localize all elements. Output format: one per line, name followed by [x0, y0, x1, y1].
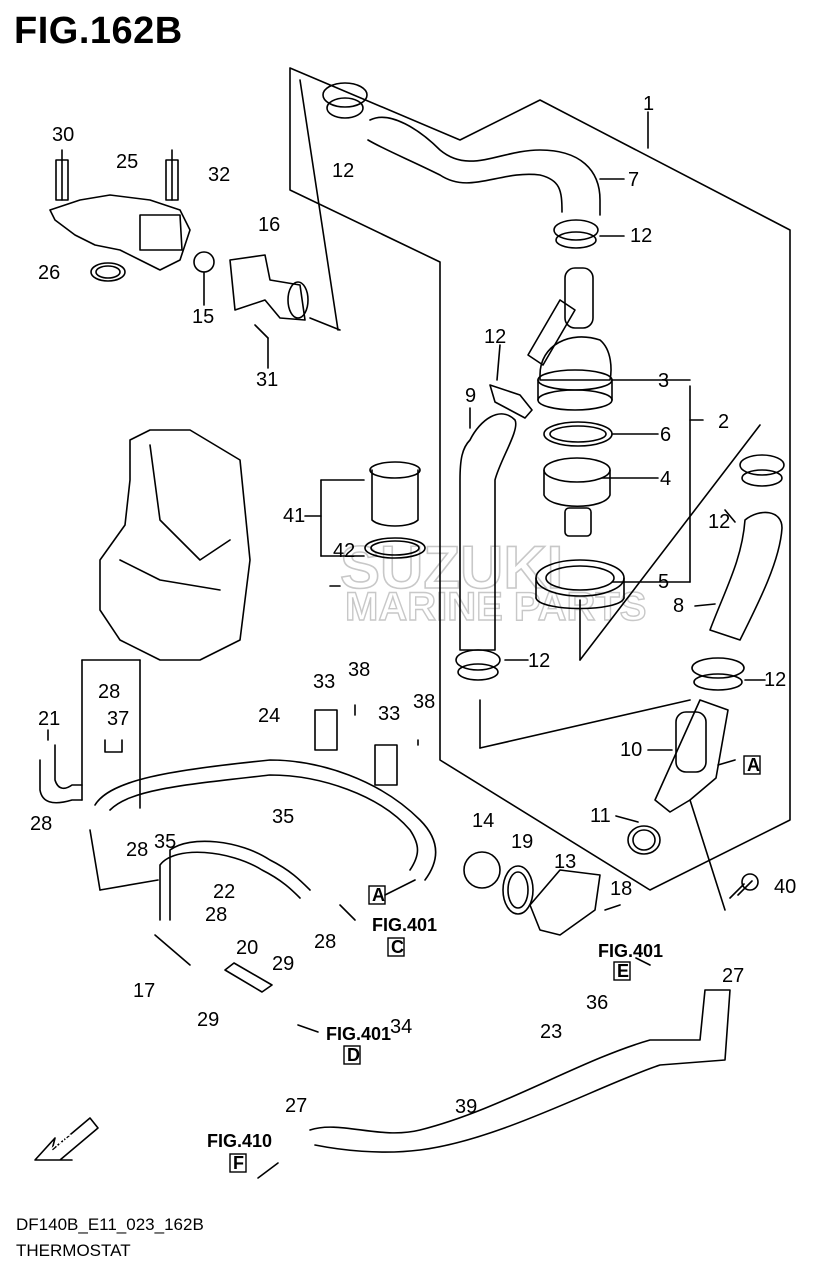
- fig-ref-f-letter: F: [233, 1153, 244, 1173]
- fig-ref-d-letter: D: [347, 1045, 360, 1065]
- fig-ref-e[interactable]: FIG.401 E: [598, 941, 663, 981]
- callout-33a: 33: [313, 671, 335, 693]
- callout-31: 31: [256, 369, 278, 391]
- callout-10: 10: [620, 739, 642, 761]
- callout-33b: 33: [378, 703, 400, 725]
- drawing-code: DF140B_E11_023_162B: [16, 1215, 204, 1234]
- callout-38a: 38: [348, 659, 370, 681]
- callout-37: 37: [107, 708, 129, 730]
- connector-a2-label: A: [747, 755, 760, 775]
- callout-12c: 12: [484, 326, 506, 348]
- callout-7: 7: [628, 169, 639, 191]
- callout-12a: 12: [332, 160, 354, 182]
- hose-21: [39, 744, 83, 804]
- callout-36: 36: [586, 992, 608, 1014]
- watermark: SUZUKI MARINE PARTS: [339, 533, 647, 630]
- callout-13: 13: [554, 851, 576, 873]
- callout-29b: 29: [272, 953, 294, 975]
- callout-28e: 28: [314, 931, 336, 953]
- callout-28b: 28: [30, 813, 52, 835]
- fwd-arrow: [34, 1117, 99, 1161]
- hose-7: [367, 116, 601, 216]
- watermark-line1: SUZUKI: [340, 534, 563, 601]
- callout-27a: 27: [722, 965, 744, 987]
- callout-32: 32: [208, 164, 230, 186]
- callout-2: 2: [718, 411, 729, 433]
- callout-12b: 12: [630, 225, 652, 247]
- fwd-label: FWD: [47, 1130, 77, 1159]
- fig-ref-d[interactable]: FIG.401 D: [326, 1024, 391, 1065]
- hose-24: [94, 759, 437, 881]
- assembly-outline: [289, 67, 791, 891]
- callout-26: 26: [38, 262, 60, 284]
- connector-a1-label: A: [372, 885, 385, 905]
- callout-17: 17: [133, 980, 155, 1002]
- callout-5: 5: [658, 571, 669, 593]
- callout-21: 21: [38, 708, 60, 730]
- callout-35b: 35: [154, 831, 176, 853]
- fig-ref-e-label: FIG.401: [598, 941, 663, 961]
- hose-9: [459, 413, 517, 651]
- callout-25: 25: [116, 151, 138, 173]
- callout-39: 39: [455, 1096, 477, 1118]
- callout-28a: 28: [98, 681, 120, 703]
- engine-block: [99, 429, 251, 661]
- hose-8: [709, 511, 783, 641]
- callout-15: 15: [192, 306, 214, 328]
- callout-8: 8: [673, 595, 684, 617]
- callout-20: 20: [236, 937, 258, 959]
- connector-a2[interactable]: A: [743, 755, 761, 775]
- callout-24: 24: [258, 705, 280, 727]
- callout-28d: 28: [205, 904, 227, 926]
- fig-ref-f[interactable]: FIG.410 F: [207, 1131, 272, 1173]
- callout-6: 6: [660, 424, 671, 446]
- callout-labels: 1 2 3 4 5 6 7 8 9 10 11 12 12 12 12 12 1…: [30, 93, 796, 1118]
- callout-19: 19: [511, 831, 533, 853]
- fig-ref-d-label: FIG.401: [326, 1024, 391, 1044]
- fig-ref-c-label: FIG.401: [372, 915, 437, 935]
- callout-18: 18: [610, 878, 632, 900]
- callout-22: 22: [213, 881, 235, 903]
- fig-ref-f-label: FIG.410: [207, 1131, 272, 1151]
- hose-20: [224, 962, 273, 993]
- callout-3: 3: [658, 370, 669, 392]
- hose-22: [159, 840, 311, 921]
- callout-40: 40: [774, 876, 796, 898]
- callout-35a: 35: [272, 806, 294, 828]
- elbow-16: [229, 254, 306, 321]
- callout-29a: 29: [197, 1009, 219, 1031]
- callout-4: 4: [660, 468, 671, 490]
- callout-16: 16: [258, 214, 280, 236]
- callout-34: 34: [390, 1016, 412, 1038]
- callout-23: 23: [540, 1021, 562, 1043]
- drawing-name: THERMOSTAT: [16, 1241, 131, 1260]
- callout-28c: 28: [126, 839, 148, 861]
- callout-14: 14: [472, 810, 494, 832]
- figure-title: FIG.162B: [14, 10, 183, 52]
- callout-1: 1: [643, 93, 654, 115]
- fig-ref-c-letter: C: [391, 937, 404, 957]
- callout-30: 30: [52, 124, 74, 146]
- callout-11: 11: [590, 805, 611, 827]
- connector-a1[interactable]: A: [368, 885, 386, 905]
- callout-42: 42: [333, 540, 355, 562]
- housing-25: [49, 194, 191, 271]
- fig-ref-e-letter: E: [617, 961, 629, 981]
- callout-41: 41: [283, 505, 305, 527]
- callout-12f: 12: [764, 669, 786, 691]
- callout-38b: 38: [413, 691, 435, 713]
- callout-12d: 12: [708, 511, 730, 533]
- callout-27b: 27: [285, 1095, 307, 1117]
- callout-12e: 12: [528, 650, 550, 672]
- fig-ref-c[interactable]: FIG.401 C: [372, 915, 437, 957]
- callout-9: 9: [465, 385, 476, 407]
- hose-23: [309, 989, 731, 1153]
